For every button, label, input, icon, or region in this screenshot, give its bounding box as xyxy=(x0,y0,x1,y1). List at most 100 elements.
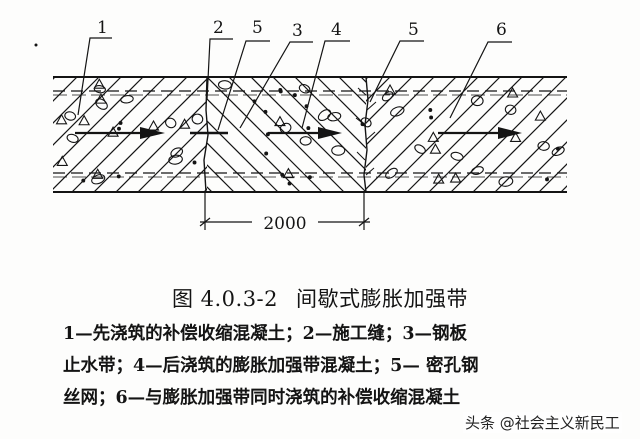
aggregate-oval xyxy=(64,111,77,121)
hatch-line xyxy=(360,77,366,83)
aggregate-dot xyxy=(81,178,86,183)
hatch-line xyxy=(137,122,207,192)
stray-dot xyxy=(34,43,38,47)
hatch-line xyxy=(366,77,435,146)
hatch-line xyxy=(207,77,323,192)
callout-5a: 5 xyxy=(252,18,263,38)
aggregate-dot xyxy=(287,181,292,186)
hatch-line xyxy=(53,77,56,80)
aggregate-oval xyxy=(191,113,204,125)
hatch-line xyxy=(516,141,567,192)
hatch-line xyxy=(605,77,640,192)
aggregate-oval xyxy=(504,104,517,115)
hatch-line xyxy=(53,77,100,124)
aggregate-symbols xyxy=(55,78,565,187)
aggregate-oval xyxy=(299,136,312,146)
arrowhead-1 xyxy=(140,127,165,139)
hatch-line xyxy=(627,77,640,192)
aggregate-triangle xyxy=(427,131,440,142)
leader-5b xyxy=(369,40,424,103)
aggregate-triangle xyxy=(91,168,104,179)
leader-5a xyxy=(217,40,270,131)
aggregate-triangle xyxy=(56,155,69,166)
aggregate-triangle xyxy=(432,172,445,184)
aggregate-dot xyxy=(118,121,123,125)
aggregate-dot xyxy=(280,172,285,177)
aggregate-triangle xyxy=(429,143,442,154)
aggregate-oval xyxy=(217,80,232,90)
hatch-line xyxy=(538,163,567,192)
aggregate-oval xyxy=(537,141,550,151)
hatch-line xyxy=(583,77,640,192)
aggregate-oval xyxy=(450,151,464,161)
callout-5b: 5 xyxy=(408,20,419,40)
aggregate-oval xyxy=(317,109,332,122)
leader-2 xyxy=(206,38,233,101)
callout-6: 6 xyxy=(496,20,507,40)
steel-mesh-5 xyxy=(363,76,369,193)
aggregate-triangle xyxy=(506,86,519,98)
callout-4: 4 xyxy=(331,20,342,40)
aggregate-triangle xyxy=(449,171,462,183)
hatch-line xyxy=(384,77,501,192)
callout-1: 1 xyxy=(97,18,108,38)
aggregate-oval xyxy=(470,95,484,107)
hatch-line xyxy=(207,120,279,192)
aggregate-oval xyxy=(498,176,514,187)
aggregate-oval xyxy=(165,117,177,129)
aggregate-dot xyxy=(428,108,433,112)
aggregate-dot xyxy=(429,115,434,120)
aggregate-triangle xyxy=(178,118,191,129)
hatch-line xyxy=(406,77,523,192)
legend-line: 止水带；4—后浇筑的膨胀加强带混凝土；5— 密孔钢 xyxy=(63,356,479,376)
mesh-branches xyxy=(355,87,377,176)
callout-2: 2 xyxy=(213,18,224,38)
aggregate-oval xyxy=(170,147,184,158)
aggregate-triangle xyxy=(93,78,106,89)
aggregate-oval xyxy=(381,91,394,102)
leader-1 xyxy=(77,37,112,116)
legend-line: 1—先浇筑的补偿收缩混凝土；2—施工缝；3—钢板 xyxy=(63,324,468,344)
figure-number: 图 4.0.3-2 xyxy=(171,287,279,311)
hatch-line xyxy=(427,77,542,192)
aggregate-oval xyxy=(331,145,346,156)
arrowhead-6 xyxy=(498,127,522,139)
legend-line: 丝网；6—与膨胀加强带同时浇筑的补偿收缩混凝土 xyxy=(63,388,461,408)
hatch-line xyxy=(472,97,567,192)
aggregate-oval xyxy=(66,133,79,143)
aggregate-oval xyxy=(390,106,405,117)
hatch-line xyxy=(383,77,498,192)
hatch-line xyxy=(53,77,144,168)
figure-title: 间歇式膨胀加强带 xyxy=(296,287,469,311)
aggregate-triangle xyxy=(534,109,547,121)
leader-4 xyxy=(301,40,350,129)
hatch-line xyxy=(207,164,235,192)
aggregate-dot xyxy=(192,160,197,165)
aggregate-triangle xyxy=(107,126,120,137)
hatch-line xyxy=(53,77,166,190)
aggregate-dot xyxy=(306,126,311,131)
hatch-line xyxy=(338,77,366,105)
aggregate-dot xyxy=(545,177,549,182)
construction-joint xyxy=(203,76,209,193)
pour-direction-arrows xyxy=(75,127,522,139)
leader-3 xyxy=(239,41,313,129)
callout-3: 3 xyxy=(292,21,303,41)
hatch-line xyxy=(366,77,457,168)
arrowhead-4 xyxy=(318,127,342,139)
dimension-label: 2000 xyxy=(263,214,306,234)
hatch-line xyxy=(294,77,366,149)
aggregate-oval xyxy=(91,174,106,185)
aggregate-oval xyxy=(414,144,426,154)
aggregate-dot xyxy=(263,109,268,114)
aggregate-triangle xyxy=(55,113,68,125)
dimension-line xyxy=(199,192,370,230)
hatch-line xyxy=(428,77,545,192)
hatch-line xyxy=(115,100,207,192)
aggregate-triangle xyxy=(274,115,286,127)
hatch-line xyxy=(71,77,188,192)
aggregate-triangle xyxy=(147,119,160,131)
hatch-line xyxy=(366,77,479,190)
hatch-line xyxy=(53,77,78,102)
hatch-line xyxy=(0,77,33,192)
